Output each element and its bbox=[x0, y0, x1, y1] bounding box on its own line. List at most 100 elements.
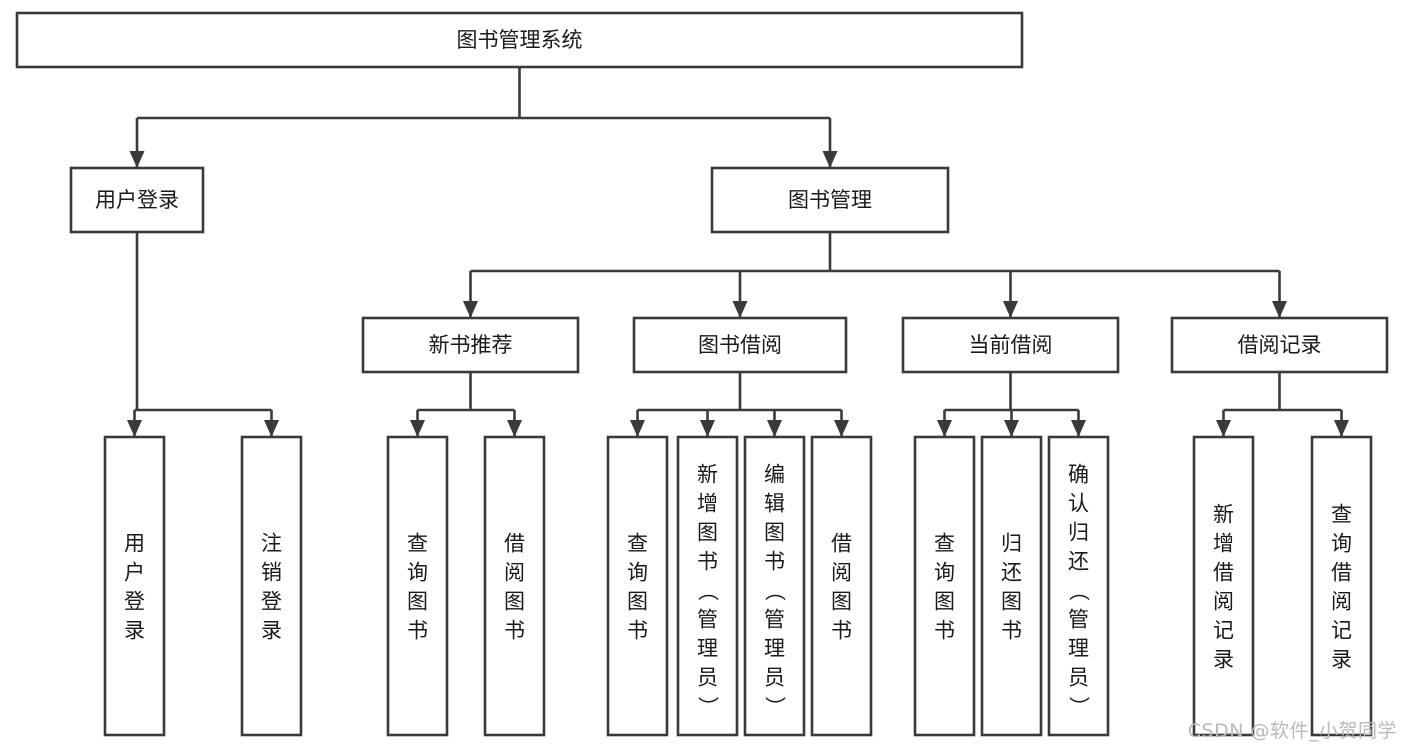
node-label-char: 查 bbox=[1331, 503, 1352, 527]
node-label-user-login: 用户登录 bbox=[95, 188, 179, 212]
node-label-char: 图 bbox=[627, 590, 648, 614]
node-label-char: 图 bbox=[504, 590, 525, 614]
node-label-char: 确 bbox=[1068, 463, 1089, 487]
node-label-char: 查 bbox=[627, 532, 648, 556]
node-label-char: 书 bbox=[831, 619, 852, 643]
node-user-login[interactable]: 用户登录 bbox=[69, 166, 205, 234]
node-label-char: 询 bbox=[407, 561, 428, 585]
node-label-char: 阅 bbox=[831, 561, 852, 585]
node-label-char: 录 bbox=[1331, 648, 1352, 672]
connector-layer bbox=[127, 67, 1349, 437]
node-label-char: 图 bbox=[764, 521, 785, 545]
connector-group-root bbox=[129, 67, 838, 168]
connector-group-current-borrow bbox=[937, 372, 1086, 437]
node-label-book-borrow: 图书借阅 bbox=[698, 333, 782, 357]
node-label-char: 归 bbox=[1001, 532, 1022, 556]
node-label-borrow-record: 借阅记录 bbox=[1238, 333, 1322, 357]
node-label-char: （ bbox=[1067, 580, 1091, 601]
node-label-char: 管 bbox=[1068, 608, 1089, 632]
connector-group-new-book-rec bbox=[410, 372, 522, 437]
node-label-char: 辑 bbox=[764, 492, 785, 516]
node-label-char: 户 bbox=[124, 561, 145, 585]
node-label-book-manage: 图书管理 bbox=[788, 188, 872, 212]
node-label-char: 书 bbox=[934, 619, 955, 643]
node-label-char: 书 bbox=[1001, 619, 1022, 643]
node-label-char: 阅 bbox=[1213, 590, 1234, 614]
node-label-char: 图 bbox=[697, 521, 718, 545]
csdn-watermark: CSDN @软件_小贺同学 bbox=[1187, 720, 1397, 742]
node-label-char: 理 bbox=[764, 637, 785, 661]
node-label-char: 阅 bbox=[1331, 590, 1352, 614]
node-new-book-rec[interactable]: 新书推荐 bbox=[361, 316, 580, 374]
node-label-char: 查 bbox=[407, 532, 428, 556]
node-label-char: ） bbox=[1067, 696, 1091, 717]
node-label-char: 阅 bbox=[504, 561, 525, 585]
node-label-char: 询 bbox=[627, 561, 648, 585]
node-root[interactable]: 图书管理系统 bbox=[15, 11, 1024, 69]
node-label-char: 注 bbox=[261, 532, 282, 556]
node-label-char: ） bbox=[763, 696, 787, 717]
node-label-char: 借 bbox=[831, 532, 852, 556]
node-borrow-record[interactable]: 借阅记录 bbox=[1170, 316, 1389, 374]
node-label-char: 增 bbox=[697, 492, 718, 516]
node-label-char: 询 bbox=[934, 561, 955, 585]
node-leaf-user-login[interactable]: 用户登录 bbox=[103, 435, 166, 737]
node-label-current-borrow: 当前借阅 bbox=[969, 333, 1053, 357]
node-label-char: 录 bbox=[261, 619, 282, 643]
node-label-char: 员 bbox=[764, 666, 785, 690]
node-label-char: 还 bbox=[1068, 550, 1089, 574]
node-label-root: 图书管理系统 bbox=[457, 28, 583, 52]
node-label-char: 记 bbox=[1213, 619, 1234, 643]
node-label-char: 新 bbox=[1213, 503, 1234, 527]
node-label-char: 书 bbox=[407, 619, 428, 643]
node-label-char: 理 bbox=[697, 637, 718, 661]
node-book-borrow[interactable]: 图书借阅 bbox=[632, 316, 848, 374]
node-label-char: 图 bbox=[407, 590, 428, 614]
node-label-char: 还 bbox=[1001, 561, 1022, 585]
node-label-char: 登 bbox=[124, 590, 145, 614]
node-label-char: 询 bbox=[1331, 532, 1352, 556]
node-label-char: （ bbox=[763, 580, 787, 601]
node-label-char: 图 bbox=[934, 590, 955, 614]
connector-group-user-login bbox=[127, 232, 279, 437]
node-label-char: 认 bbox=[1068, 492, 1089, 516]
node-label-char: 新 bbox=[697, 463, 718, 487]
node-label-char: 借 bbox=[504, 532, 525, 556]
connector-group-borrow-record bbox=[1216, 372, 1349, 437]
node-label-char: 书 bbox=[627, 619, 648, 643]
node-label-char: 管 bbox=[697, 608, 718, 632]
node-current-borrow[interactable]: 当前借阅 bbox=[901, 316, 1120, 374]
node-label-char: 销 bbox=[261, 561, 282, 585]
node-label-char: （ bbox=[696, 580, 720, 601]
node-label-char: ） bbox=[696, 696, 720, 717]
node-label-char: 借 bbox=[1331, 561, 1352, 585]
node-label-char: 图 bbox=[831, 590, 852, 614]
node-label-char: 编 bbox=[764, 463, 785, 487]
node-label-char: 管 bbox=[764, 608, 785, 632]
node-label-char: 图 bbox=[1001, 590, 1022, 614]
node-label-char: 用 bbox=[124, 532, 145, 556]
node-label-char: 书 bbox=[764, 550, 785, 574]
connector-group-book-borrow bbox=[630, 372, 849, 437]
connector-group-book-manage bbox=[463, 232, 1287, 318]
node-book-manage[interactable]: 图书管理 bbox=[710, 166, 950, 234]
node-label-char: 记 bbox=[1331, 619, 1352, 643]
node-label-char: 录 bbox=[1213, 648, 1234, 672]
node-label-char: 归 bbox=[1068, 521, 1089, 545]
node-label-char: 员 bbox=[1068, 666, 1089, 690]
node-label-char: 查 bbox=[934, 532, 955, 556]
